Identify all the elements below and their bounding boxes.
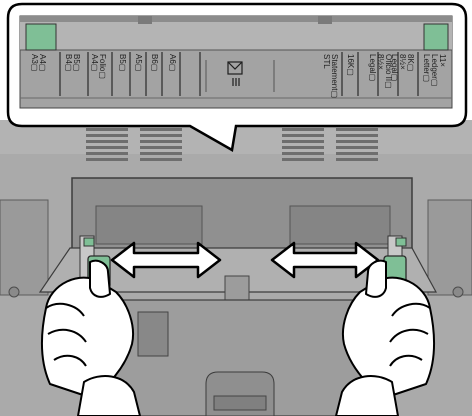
label-a6: A6▢ — [168, 54, 176, 71]
label-8k-legal: 8K▢ 8½× Legal▢ — [390, 54, 414, 81]
label-ledger-letter: 11× Ledger▢ Letter▢ — [422, 54, 446, 86]
label-b5: B5▢ — [118, 54, 126, 71]
label-statement: Statement▢ STL — [322, 54, 338, 98]
label-b5-b4: B5▢ B4▢ — [64, 54, 80, 71]
label-16k: 16K▢ — [346, 54, 354, 76]
label-folio-a4: Folio▢ A4▢ — [90, 54, 106, 79]
label-b6: B6▢ — [150, 54, 158, 71]
label-oficio-legal: Oficio II▢ 8½× Legal▢ — [368, 54, 392, 89]
label-a5: A5▢ — [134, 54, 142, 71]
label-a4-a3: A4▢ A3▢ — [30, 54, 46, 71]
